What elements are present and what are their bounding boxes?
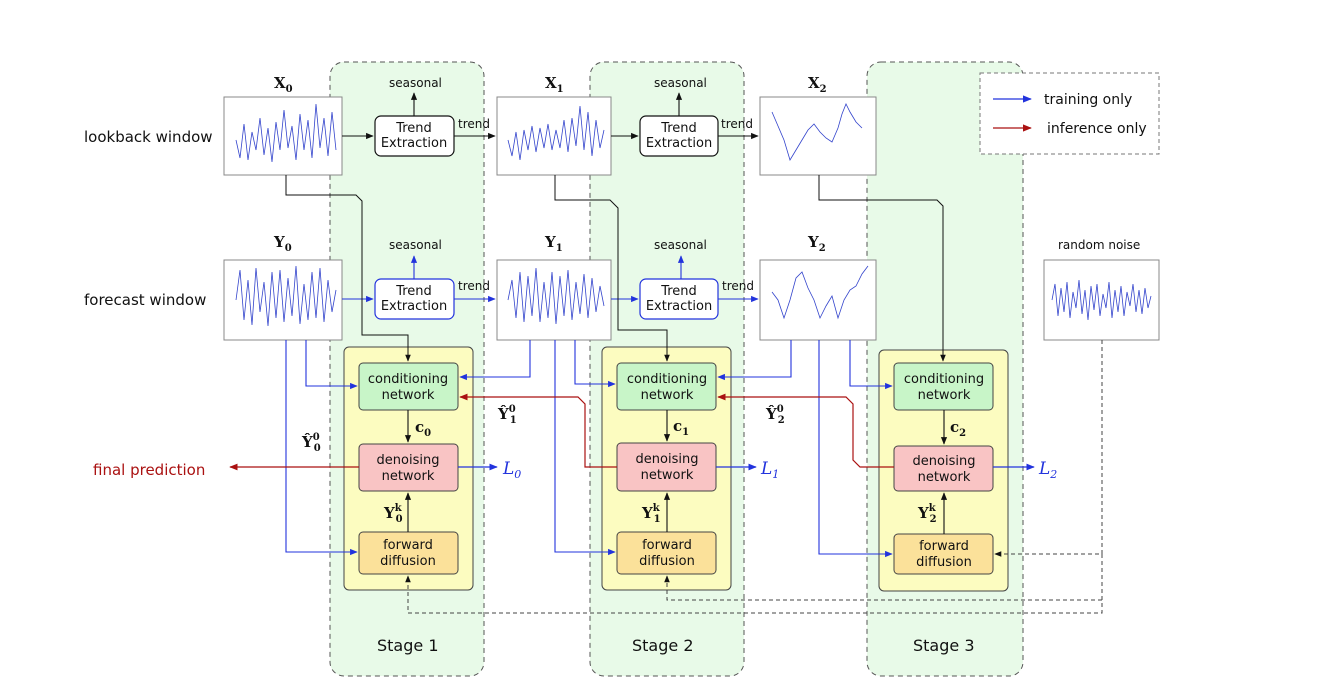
conditioning-network-stage-1: conditioning network	[358, 362, 459, 411]
svg-text:Trend: Trend	[660, 121, 697, 136]
svg-text:diffusion: diffusion	[380, 554, 436, 569]
denoising-network-stage-3: denoising network	[893, 445, 994, 492]
loss-l2: L2	[1038, 459, 1057, 481]
svg-text:Trend: Trend	[395, 121, 432, 136]
svg-text:Extraction: Extraction	[646, 136, 712, 151]
final-prediction-label: final prediction	[93, 461, 205, 479]
conditioning-network-stage-3: conditioning network	[893, 362, 994, 411]
stage-2-label: Stage 2	[632, 636, 694, 655]
y2-label: Y2	[807, 233, 826, 254]
svg-text:network: network	[918, 470, 971, 485]
svg-text:forward: forward	[919, 539, 969, 554]
svg-text:Extraction: Extraction	[381, 136, 447, 151]
c1-label: c1	[673, 417, 689, 438]
trend-extraction-y-stage-1: Trend Extraction	[374, 278, 455, 320]
svg-text:conditioning: conditioning	[904, 372, 984, 387]
loss-l1: L1	[760, 459, 779, 481]
c0-label: c0	[415, 418, 431, 439]
stage-3-label: Stage 3	[913, 636, 975, 655]
trend-label-y2: trend	[722, 279, 754, 293]
c2-label: c2	[950, 418, 966, 439]
seasonal-label-x1: seasonal	[389, 76, 442, 90]
trend-label-x2: trend	[721, 117, 753, 131]
denoising-network-stage-1: denoising network	[358, 443, 459, 492]
forward-diffusion-stage-2: forward diffusion	[616, 531, 717, 575]
y0-plot	[223, 259, 343, 341]
svg-text:denoising: denoising	[377, 453, 440, 468]
svg-text:network: network	[382, 469, 435, 484]
random-noise-label: random noise	[1058, 238, 1140, 252]
x1-label: X1	[545, 74, 564, 95]
legend-inference-label: inference only	[1047, 121, 1147, 137]
svg-text:network: network	[918, 388, 971, 403]
y1-plot	[496, 259, 612, 341]
y1-label: Y1	[544, 233, 563, 254]
legend-training-label: training only	[1044, 92, 1132, 108]
svg-text:conditioning: conditioning	[627, 372, 707, 387]
legend: training only inference only	[979, 72, 1160, 155]
x0-label: X0	[274, 74, 293, 95]
x2-plot	[759, 96, 877, 176]
svg-text:Trend: Trend	[395, 284, 432, 299]
svg-text:network: network	[382, 388, 435, 403]
trend-label-y1: trend	[458, 279, 490, 293]
seasonal-label-y2: seasonal	[654, 238, 707, 252]
random-noise-plot	[1043, 259, 1160, 341]
stage-1-label: Stage 1	[377, 636, 439, 655]
lookback-window-label: lookback window	[84, 128, 213, 146]
y0-label: Y0	[273, 233, 292, 254]
trend-extraction-x-stage-2: Trend Extraction	[639, 115, 719, 157]
trend-label-x1: trend	[458, 117, 490, 131]
x0-plot	[223, 96, 343, 176]
trend-extraction-y-stage-2: Trend Extraction	[639, 278, 719, 320]
forward-diffusion-stage-3: forward diffusion	[893, 533, 994, 575]
svg-text:Trend: Trend	[660, 284, 697, 299]
svg-text:Extraction: Extraction	[381, 299, 447, 314]
x1-plot	[496, 96, 612, 176]
forecast-window-label: forecast window	[84, 291, 206, 309]
conditioning-network-stage-2: conditioning network	[616, 362, 717, 411]
svg-text:diffusion: diffusion	[916, 555, 972, 570]
svg-text:denoising: denoising	[636, 452, 699, 467]
svg-text:forward: forward	[383, 538, 433, 553]
svg-text:conditioning: conditioning	[368, 372, 448, 387]
loss-l0: L0	[502, 459, 521, 481]
svg-text:diffusion: diffusion	[639, 554, 695, 569]
svg-text:network: network	[641, 468, 694, 483]
forward-diffusion-stage-1: forward diffusion	[358, 531, 459, 575]
svg-text:forward: forward	[642, 538, 692, 553]
seasonal-label-x2: seasonal	[654, 76, 707, 90]
svg-text:Extraction: Extraction	[646, 299, 712, 314]
trend-extraction-x-stage-1: Trend Extraction	[374, 115, 455, 157]
svg-text:denoising: denoising	[913, 454, 976, 469]
y2-plot	[759, 259, 877, 341]
denoising-network-stage-2: denoising network	[616, 442, 717, 492]
svg-text:network: network	[641, 388, 694, 403]
seasonal-label-y1: seasonal	[389, 238, 442, 252]
x2-label: X2	[808, 74, 827, 95]
